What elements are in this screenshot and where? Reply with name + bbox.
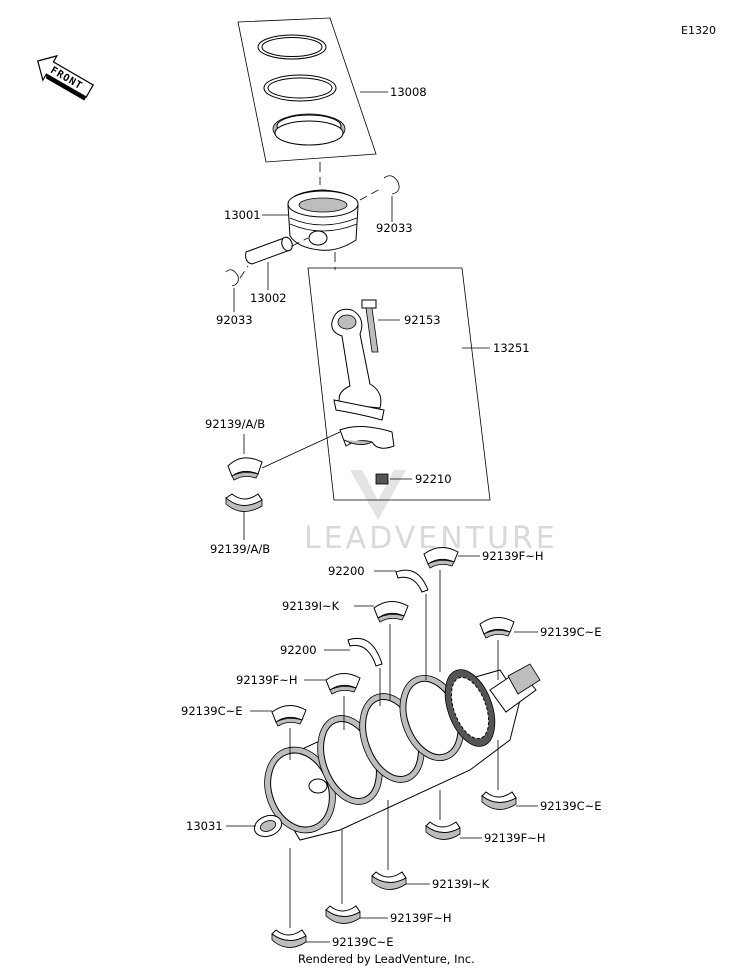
conrod-bearing-lower — [225, 493, 263, 540]
main-bearing-fh-top — [423, 547, 480, 672]
conrod-assembly — [307, 267, 491, 501]
piston — [262, 189, 359, 251]
callout-92139CE-right: 92139C~E — [540, 625, 602, 639]
snap-ring-left — [225, 269, 239, 312]
main-bearing-fh-bottom — [325, 830, 388, 924]
snap-ring-right — [383, 175, 400, 222]
callout-92139CE-lower-right: 92139C~E — [540, 799, 602, 813]
callout-92139CE-left: 92139C~E — [181, 704, 243, 718]
main-bearing-ce-left — [250, 705, 307, 760]
main-bearing-ce-lower-right — [481, 740, 538, 810]
thrust-washer-mid — [324, 638, 383, 706]
callout-13001: 13001 — [224, 208, 261, 222]
main-bearing-ik-bottom — [371, 800, 430, 890]
thrust-washer-top — [374, 569, 429, 680]
callout-92139AB-upper: 92139/A/B — [205, 417, 265, 431]
callout-92139FH-top: 92139F~H — [482, 549, 543, 563]
callout-92200-top: 92200 — [328, 564, 365, 578]
callout-92139IK-bottom: 92139I~K — [432, 877, 490, 891]
callout-92200-mid: 92200 — [280, 643, 317, 657]
piston-pin — [245, 236, 293, 290]
front-arrow-icon: FRONT — [37, 54, 95, 101]
callout-13008: 13008 — [390, 85, 427, 99]
main-bearing-ce-right — [479, 617, 538, 680]
callout-92139FH-bottom: 92139F~H — [390, 911, 451, 925]
callout-92033-left: 92033 — [216, 313, 253, 327]
callout-92210: 92210 — [415, 472, 452, 486]
callout-13031: 13031 — [186, 819, 223, 833]
main-bearing-ik-top — [354, 601, 409, 700]
footer-credit: Rendered by LeadVenture, Inc. — [298, 952, 475, 966]
main-bearing-ce-bottom — [271, 848, 330, 948]
main-bearing-fh-lower-right — [425, 790, 482, 840]
crankshaft — [226, 663, 541, 841]
conrod-bearing-upper — [227, 431, 341, 481]
callout-92139AB-lower: 92139/A/B — [210, 542, 270, 556]
callout-92139IK-top: 92139I~K — [282, 599, 340, 613]
callout-92033-right: 92033 — [376, 221, 413, 235]
callout-92139CE-bottom: 92139C~E — [332, 935, 394, 949]
callout-13002: 13002 — [250, 291, 287, 305]
main-bearing-fh-left — [304, 673, 361, 730]
callout-13251: 13251 — [493, 341, 530, 355]
diagram-code: E1320 — [681, 24, 716, 37]
callout-92139FH-left: 92139F~H — [236, 673, 297, 687]
callout-92153: 92153 — [404, 313, 441, 327]
callout-92139FH-lower-right: 92139F~H — [484, 831, 545, 845]
piston-ring-set — [237, 17, 388, 163]
